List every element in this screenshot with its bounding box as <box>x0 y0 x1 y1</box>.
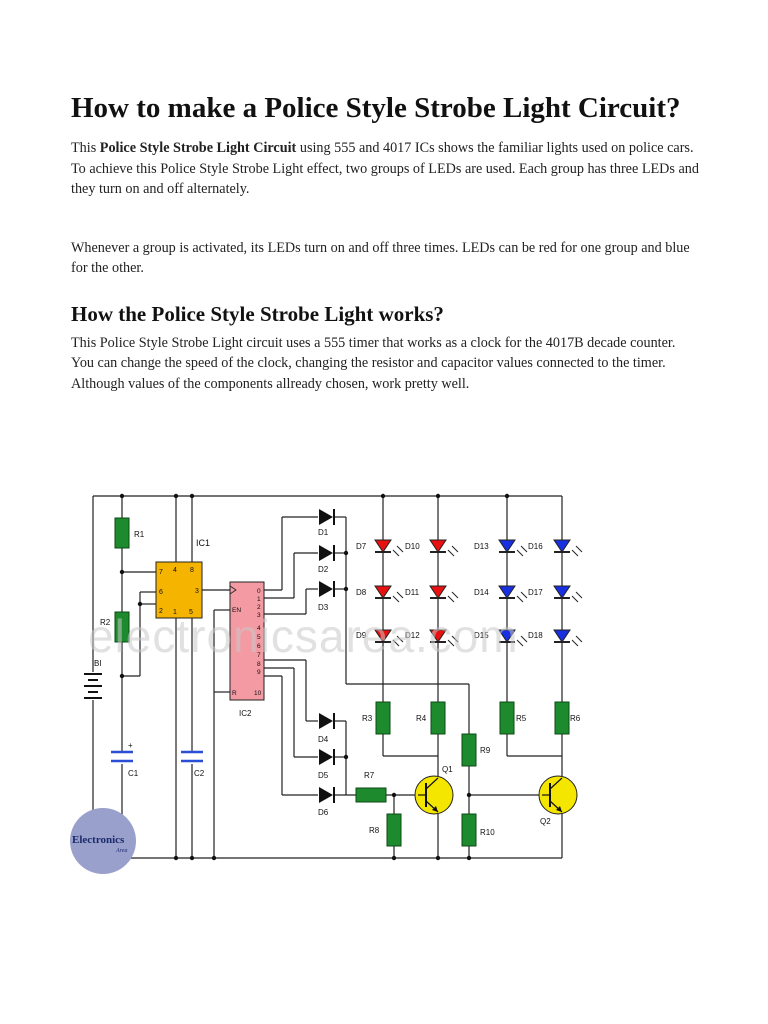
svg-text:5: 5 <box>189 609 193 616</box>
svg-text:D3: D3 <box>318 603 329 612</box>
resistors <box>114 517 570 847</box>
svg-text:D9: D9 <box>356 631 367 640</box>
svg-text:R: R <box>232 690 237 697</box>
transistor-q2 <box>538 775 578 815</box>
svg-text:3: 3 <box>195 588 199 595</box>
wires <box>92 495 563 859</box>
svg-text:1: 1 <box>257 596 261 603</box>
intro-lead: This <box>71 140 100 156</box>
svg-text:R9: R9 <box>480 746 491 755</box>
junctions <box>119 493 510 861</box>
svg-text:D13: D13 <box>474 542 489 551</box>
svg-text:IC1: IC1 <box>196 538 210 548</box>
svg-text:D16: D16 <box>528 542 543 551</box>
battery-b1 <box>84 673 102 699</box>
svg-text:D18: D18 <box>528 631 543 640</box>
svg-text:R7: R7 <box>364 771 375 780</box>
svg-text:D11: D11 <box>405 588 420 597</box>
svg-text:C2: C2 <box>194 769 205 778</box>
intro-bold-term: Police Style Strobe Light Circuit <box>99 140 297 156</box>
ic2-4017 <box>229 581 265 701</box>
svg-text:D5: D5 <box>318 771 329 780</box>
svg-text:6: 6 <box>257 643 261 650</box>
svg-text:7: 7 <box>257 652 261 659</box>
intro-rest: using 555 and 4017 ICs shows the familia… <box>71 140 699 197</box>
svg-text:8: 8 <box>190 567 194 574</box>
svg-text:R1: R1 <box>134 530 145 539</box>
article: How to make a Police Style Strobe Light … <box>71 90 701 394</box>
svg-text:D7: D7 <box>356 542 367 551</box>
svg-text:R8: R8 <box>369 826 380 835</box>
svg-text:6: 6 <box>159 589 163 596</box>
svg-text:8: 8 <box>257 661 261 668</box>
capacitors <box>111 750 203 763</box>
svg-text:Electronics: Electronics <box>72 834 125 846</box>
svg-text:3: 3 <box>257 612 261 619</box>
svg-text:9: 9 <box>257 669 261 676</box>
svg-text:+: + <box>128 741 133 750</box>
svg-text:C1: C1 <box>128 769 139 778</box>
svg-text:1: 1 <box>173 609 177 616</box>
svg-text:0: 0 <box>257 588 261 595</box>
ic2-pins: EN R 0 1 2 3 4 5 6 7 8 9 10 <box>232 588 262 697</box>
svg-text:R5: R5 <box>516 714 527 723</box>
svg-text:D10: D10 <box>405 542 420 551</box>
svg-text:R3: R3 <box>362 714 373 723</box>
ic1-555 <box>155 561 203 619</box>
section-heading: How the Police Style Strobe Light works? <box>71 301 444 326</box>
electronics-area-logo: Electronics Area <box>70 808 136 874</box>
svg-text:2: 2 <box>159 608 163 615</box>
svg-text:D8: D8 <box>356 588 367 597</box>
svg-text:D6: D6 <box>318 808 329 817</box>
svg-text:Area: Area <box>115 848 127 854</box>
svg-text:5: 5 <box>257 634 261 641</box>
svg-text:R10: R10 <box>480 828 495 837</box>
component-labels: R1 R2 IC1 IC2 C1 C2 D1 D2 D3 D4 D5 D6 D7… <box>100 528 581 837</box>
transistor-q1 <box>414 775 454 815</box>
svg-text:D2: D2 <box>318 565 329 574</box>
svg-text:R4: R4 <box>416 714 427 723</box>
svg-text:D4: D4 <box>318 735 329 744</box>
svg-text:Q1: Q1 <box>442 765 453 774</box>
svg-text:R2: R2 <box>100 618 111 627</box>
label-b1: BI <box>94 659 102 668</box>
ic1-pins: 7 4 8 6 3 2 1 5 <box>159 567 199 616</box>
svg-text:D14: D14 <box>474 588 489 597</box>
svg-text:D12: D12 <box>405 631 420 640</box>
page-title: How to make a Police Style Strobe Light … <box>71 92 681 124</box>
svg-text:4: 4 <box>173 567 177 574</box>
paragraph-how-it-works: This Police Style Strobe Light circuit u… <box>71 334 676 392</box>
svg-text:Q2: Q2 <box>540 817 551 826</box>
svg-text:R6: R6 <box>570 714 581 723</box>
watermark: electronicsarea.com <box>88 610 519 662</box>
svg-text:D17: D17 <box>528 588 543 597</box>
svg-text:10: 10 <box>254 690 262 697</box>
svg-text:2: 2 <box>257 604 261 611</box>
svg-text:4: 4 <box>257 625 261 632</box>
intro-paragraph: This Police Style Strobe Light Circuit u… <box>71 138 701 200</box>
svg-text:IC2: IC2 <box>239 709 252 718</box>
paragraph-groups: Whenever a group is activated, its LEDs … <box>71 239 690 277</box>
circuit-diagram: BI + 7 4 8 6 3 2 1 5 EN R 0 1 <box>70 493 583 874</box>
svg-text:D1: D1 <box>318 528 329 537</box>
svg-text:EN: EN <box>232 607 241 614</box>
svg-text:D15: D15 <box>474 631 489 640</box>
svg-text:7: 7 <box>159 569 163 576</box>
